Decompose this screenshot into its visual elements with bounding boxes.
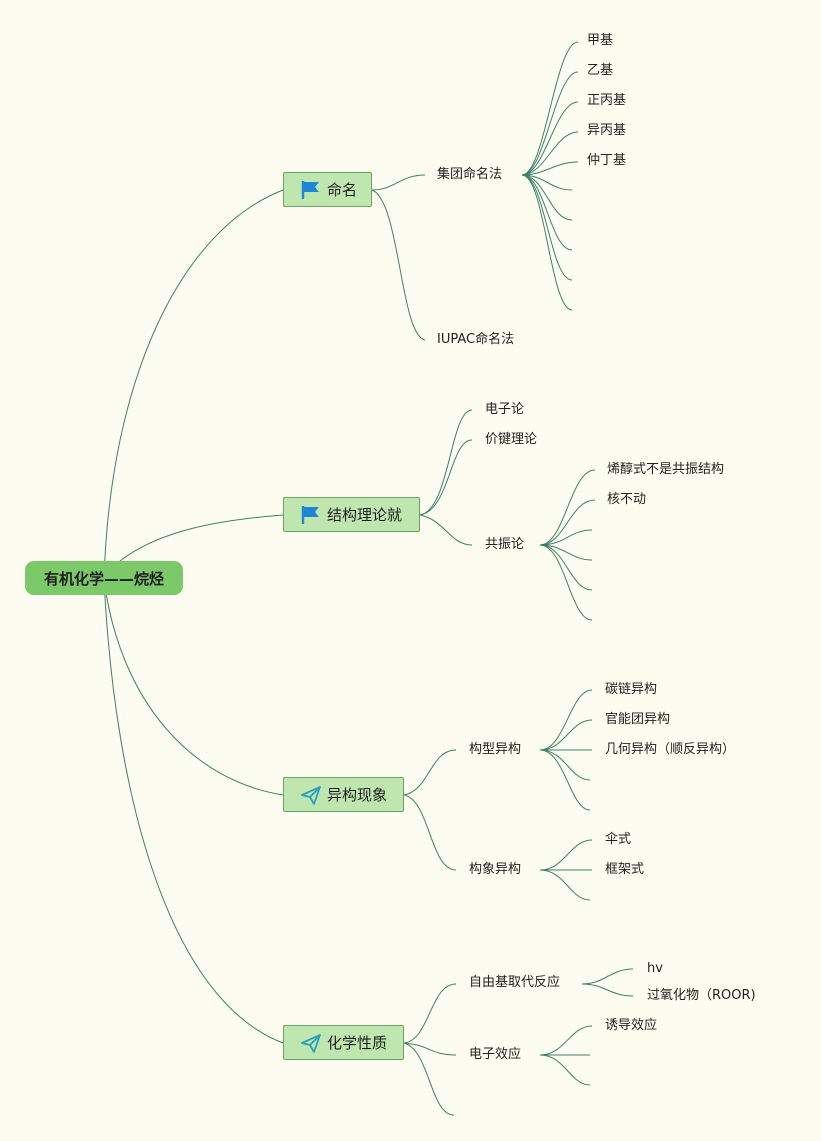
link-resonance-6: [539, 544, 593, 621]
link-isomerism-conformational: [403, 794, 457, 871]
topic-structure-label: 结构理论就: [327, 506, 403, 524]
topic-isomerism-label: 异构现象: [327, 786, 388, 804]
root-node[interactable]: 有机化学——烷烃: [25, 561, 183, 595]
link-radical-1: [581, 968, 634, 985]
leaf-group-item[interactable]: 仲丁基: [587, 153, 627, 168]
topic-isomerism[interactable]: 异构现象: [283, 777, 404, 812]
leaf-group-item[interactable]: 乙基: [587, 63, 614, 78]
paper-plane-icon: [300, 1032, 322, 1054]
link-root-naming: [103, 189, 284, 581]
link-group-7: [521, 174, 573, 221]
link-structure-valence: [419, 439, 473, 516]
link-chemistry-effect: [403, 1042, 457, 1056]
leaf-group-item[interactable]: 正丙基: [587, 93, 627, 108]
leaf-constitutional-item[interactable]: 几何异构（顺反异构）: [605, 742, 736, 757]
link-group-1: [521, 41, 579, 176]
topic-naming[interactable]: 命名: [283, 172, 372, 207]
link-structure-electron: [419, 409, 473, 516]
subtopic-conformational-isomerism[interactable]: 构象异构: [469, 862, 522, 877]
leaf-resonance-item[interactable]: 核不动: [607, 492, 647, 507]
link-group-9: [521, 174, 573, 281]
subtopic-constitutional-isomerism[interactable]: 构型异构: [469, 742, 522, 757]
flag-icon: [300, 504, 322, 526]
subtopic-radical-substitution[interactable]: 自由基取代反应: [469, 975, 561, 990]
flag-icon: [300, 179, 322, 201]
link-naming-iupac: [371, 189, 426, 341]
link-root-structure: [119, 514, 284, 562]
link-group-5: [521, 161, 579, 176]
link-effect-1: [539, 1025, 593, 1056]
leaf-group-item[interactable]: 异丙基: [587, 123, 627, 138]
link-constitutional-2: [539, 719, 593, 751]
topic-naming-label: 命名: [327, 181, 358, 199]
link-group-4: [521, 131, 579, 176]
topic-structure[interactable]: 结构理论就: [283, 497, 420, 532]
link-resonance-5: [539, 544, 593, 591]
link-chemistry-blank: [403, 1042, 455, 1116]
leaf-resonance-item[interactable]: 烯醇式不是共振结构: [607, 462, 725, 477]
link-constitutional-4: [539, 749, 591, 781]
link-naming-group: [371, 174, 426, 191]
link-group-8: [521, 174, 573, 251]
root-label: 有机化学——烷烃: [43, 569, 164, 588]
link-constitutional-1: [539, 689, 593, 751]
link-root-chemistry: [103, 579, 284, 1044]
leaf-radical-item[interactable]: 过氧化物（ROOR): [647, 988, 756, 1003]
leaf-conformational-item[interactable]: 框架式: [605, 862, 645, 877]
leaf-conformational-item[interactable]: 伞式: [605, 832, 632, 847]
link-resonance-3: [539, 529, 593, 546]
link-conformational-1: [539, 839, 593, 871]
topic-chemistry-label: 化学性质: [327, 1034, 388, 1052]
link-conformational-3: [539, 869, 591, 901]
link-isomerism-constitutional: [403, 749, 457, 796]
subtopic-resonance-theory[interactable]: 共振论: [485, 537, 525, 552]
subtopic-electron-theory[interactable]: 电子论: [485, 402, 525, 417]
subtopic-valence-bond-theory[interactable]: 价键理论: [485, 432, 538, 447]
topic-chemistry[interactable]: 化学性质: [283, 1025, 404, 1060]
link-root-isomerism: [103, 579, 284, 796]
link-effect-3: [539, 1054, 591, 1086]
link-chemistry-radical: [403, 983, 457, 1044]
link-resonance-1: [539, 469, 596, 546]
subtopic-electronic-effect[interactable]: 电子效应: [469, 1047, 522, 1062]
link-constitutional-5: [539, 749, 591, 811]
link-group-2: [521, 71, 579, 176]
link-group-10: [521, 174, 573, 311]
leaf-constitutional-item[interactable]: 官能团异构: [605, 712, 671, 727]
leaf-constitutional-item[interactable]: 碳链异构: [605, 682, 658, 697]
subtopic-iupac-naming[interactable]: IUPAC命名法: [437, 332, 515, 347]
link-resonance-2: [539, 499, 596, 546]
leaf-radical-item[interactable]: hv: [647, 961, 663, 976]
link-structure-resonance: [419, 514, 473, 546]
link-radical-2: [581, 983, 634, 997]
paper-plane-icon: [300, 784, 322, 806]
link-group-3: [521, 101, 579, 176]
subtopic-group-naming[interactable]: 集团命名法: [437, 167, 503, 182]
leaf-group-item[interactable]: 甲基: [587, 33, 614, 48]
leaf-effect-item[interactable]: 诱导效应: [605, 1018, 658, 1033]
